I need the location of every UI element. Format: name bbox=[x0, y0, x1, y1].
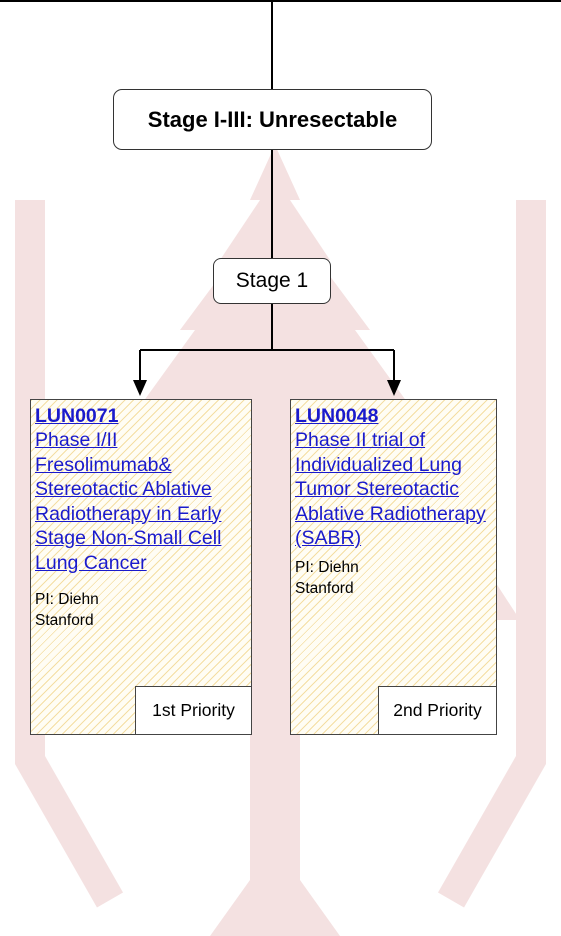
pi-site: Stanford bbox=[35, 612, 94, 629]
arrowhead-left-icon bbox=[133, 380, 147, 396]
pi-name: PI: Diehn bbox=[35, 591, 99, 608]
trial-title-link[interactable]: Phase II trial of Individualized Lung Tu… bbox=[295, 429, 486, 549]
stage-1-node: Stage 1 bbox=[213, 258, 331, 304]
trial-id-link[interactable]: LUN0071 bbox=[35, 405, 119, 427]
priority-badge: 2nd Priority bbox=[378, 686, 496, 734]
stage-node-label: Stage 1 bbox=[235, 269, 309, 292]
priority-label: 1st Priority bbox=[152, 700, 235, 720]
priority-badge: 1st Priority bbox=[135, 686, 251, 734]
priority-label: 2nd Priority bbox=[393, 700, 482, 720]
pi-site: Stanford bbox=[295, 579, 354, 597]
trial-title-link[interactable]: Phase I/II Fresolimumab& Stereotactic Ab… bbox=[35, 429, 222, 574]
pi-info: PI: Diehn Stanford bbox=[35, 589, 251, 631]
pi-name: PI: Diehn bbox=[295, 558, 359, 576]
header-node-stage-i-iii: Stage I-III: Unresectable bbox=[113, 89, 432, 150]
trial-card-lun0048: LUN0048 Phase II trial of Individualized… bbox=[290, 399, 497, 735]
arrowhead-right-icon bbox=[387, 380, 401, 396]
pi-info: PI: Diehn Stanford bbox=[295, 557, 496, 599]
trial-id-link[interactable]: LUN0048 bbox=[295, 405, 379, 427]
header-node-label: Stage I-III: Unresectable bbox=[147, 106, 398, 132]
trial-card-lun0071: LUN0071 Phase I/II Fresolimumab& Stereot… bbox=[30, 399, 252, 735]
